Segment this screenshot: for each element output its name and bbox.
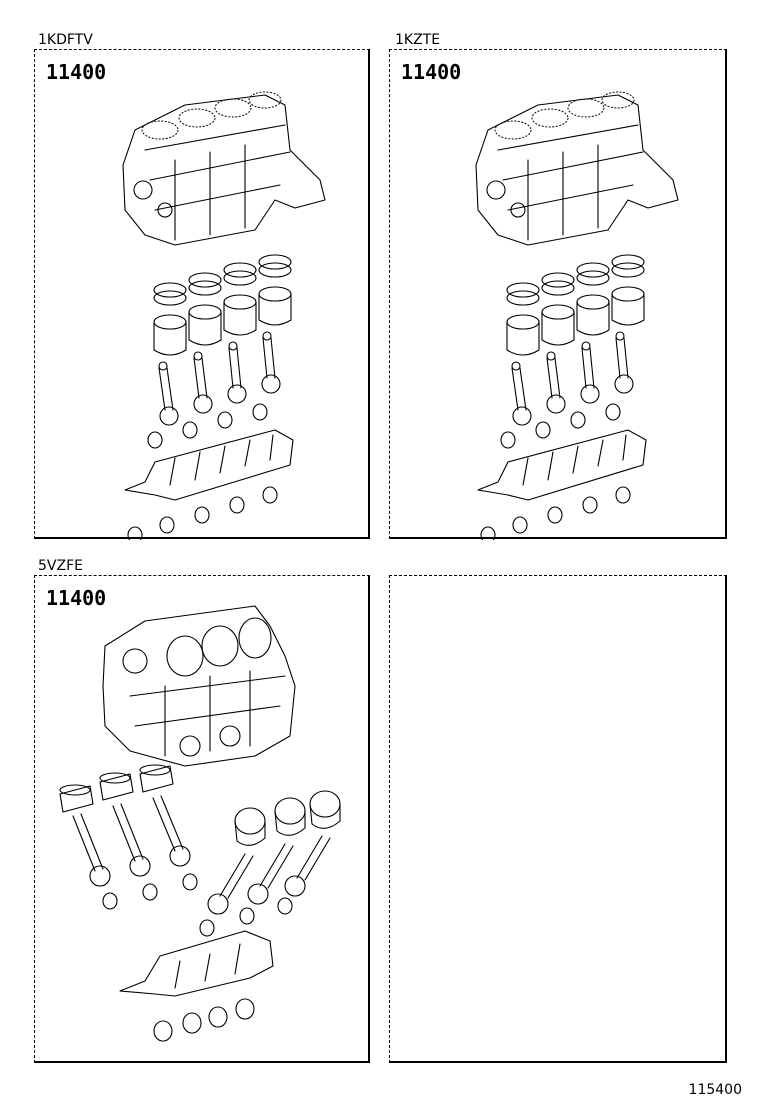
short-block-4cyl-illustration	[475, 91, 679, 540]
figure-code: 115400	[688, 1082, 742, 1098]
part-number[interactable]: 11400	[46, 586, 107, 610]
engine-label-5vzfe: 5VZFE	[38, 558, 83, 574]
short-block-4cyl-illustration	[122, 91, 326, 540]
short-block-v6-illustration	[59, 605, 341, 1042]
part-number[interactable]: 11400	[46, 60, 107, 84]
panel-5vzfe: 11400	[34, 575, 370, 1063]
part-number[interactable]: 11400	[401, 60, 462, 84]
panel-empty	[389, 575, 727, 1063]
engine-label-1kzte: 1KZTE	[395, 32, 441, 48]
panel-1kzte: 11400	[389, 49, 727, 540]
engine-label-1kdftv: 1KDFTV	[38, 32, 93, 48]
panel-1kdftv: 11400	[34, 49, 370, 540]
